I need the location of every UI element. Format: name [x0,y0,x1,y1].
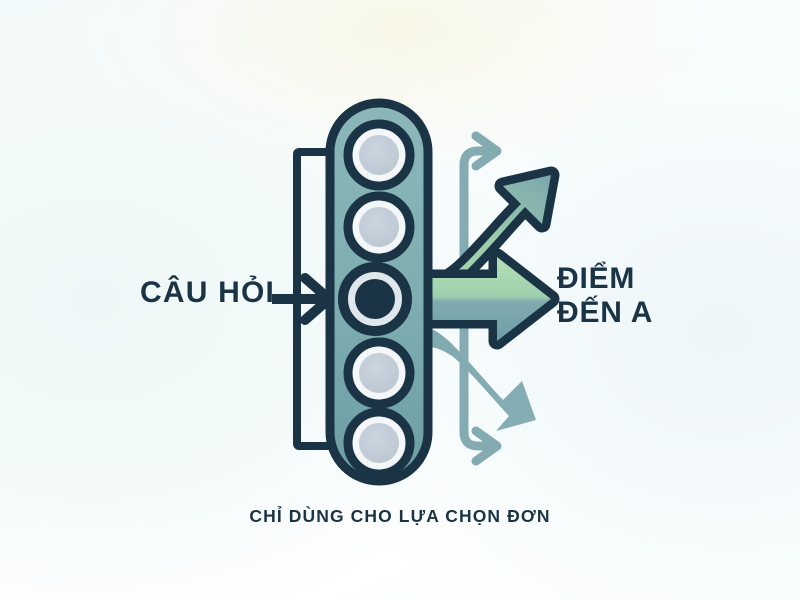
caption-text: CHỈ DÙNG CHO LỰA CHỌN ĐƠN [249,506,551,526]
label-question: CÂU HỎI [140,276,276,309]
option-4[interactable] [343,337,415,409]
label-destination-line2: ĐẾN A [557,295,654,329]
label-destination: ĐIỂM ĐẾN A [557,262,653,329]
solid-arrow-down-icon [398,322,536,431]
option-2[interactable] [343,191,415,263]
option-1[interactable] [343,119,415,191]
option-capsule[interactable] [325,98,433,486]
label-destination-line1: ĐIỂM [557,262,636,295]
option-5[interactable] [343,407,415,479]
option-3[interactable] [338,262,412,336]
